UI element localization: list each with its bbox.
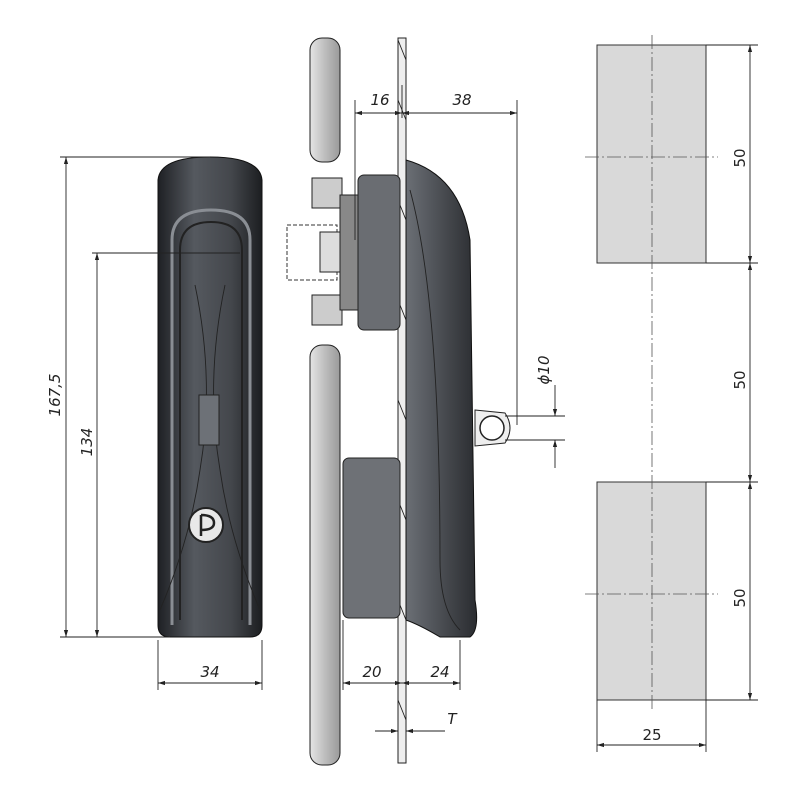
dim-height-total: 167,5 <box>46 374 64 417</box>
dim-handle-depth: 24 <box>430 663 449 681</box>
front-dimensions: 167,5 134 34 <box>46 156 263 690</box>
lock-box <box>342 457 401 619</box>
dim-height-mount: 134 <box>78 428 96 457</box>
cutout-bottom <box>596 481 707 701</box>
cutout-top <box>596 44 707 264</box>
dim-spacing-3: 50 <box>731 588 749 607</box>
door-panel-top <box>309 37 341 163</box>
dim-cutout-width: 25 <box>642 726 661 744</box>
panel-plate <box>397 37 407 764</box>
dim-spacing-1: 50 <box>731 148 749 167</box>
dim-box-depth: 20 <box>362 663 381 681</box>
door-panel-bottom <box>309 344 341 766</box>
dim-panel-thickness: T <box>447 710 458 728</box>
dim-depth-front: 38 <box>452 91 471 109</box>
side-dimensions: 16 38 ϕ10 20 24 T <box>342 85 565 734</box>
dim-spacing-2: 50 <box>731 370 749 389</box>
panel-cutout: 50 50 50 25 <box>585 35 758 752</box>
side-view <box>286 37 511 766</box>
front-view-handle <box>157 156 263 638</box>
padlock-eye <box>474 409 511 447</box>
dim-eye-diameter: ϕ10 <box>535 356 553 385</box>
dim-width: 34 <box>200 663 219 681</box>
key-lock <box>188 507 224 543</box>
dim-depth-back: 16 <box>370 91 389 109</box>
